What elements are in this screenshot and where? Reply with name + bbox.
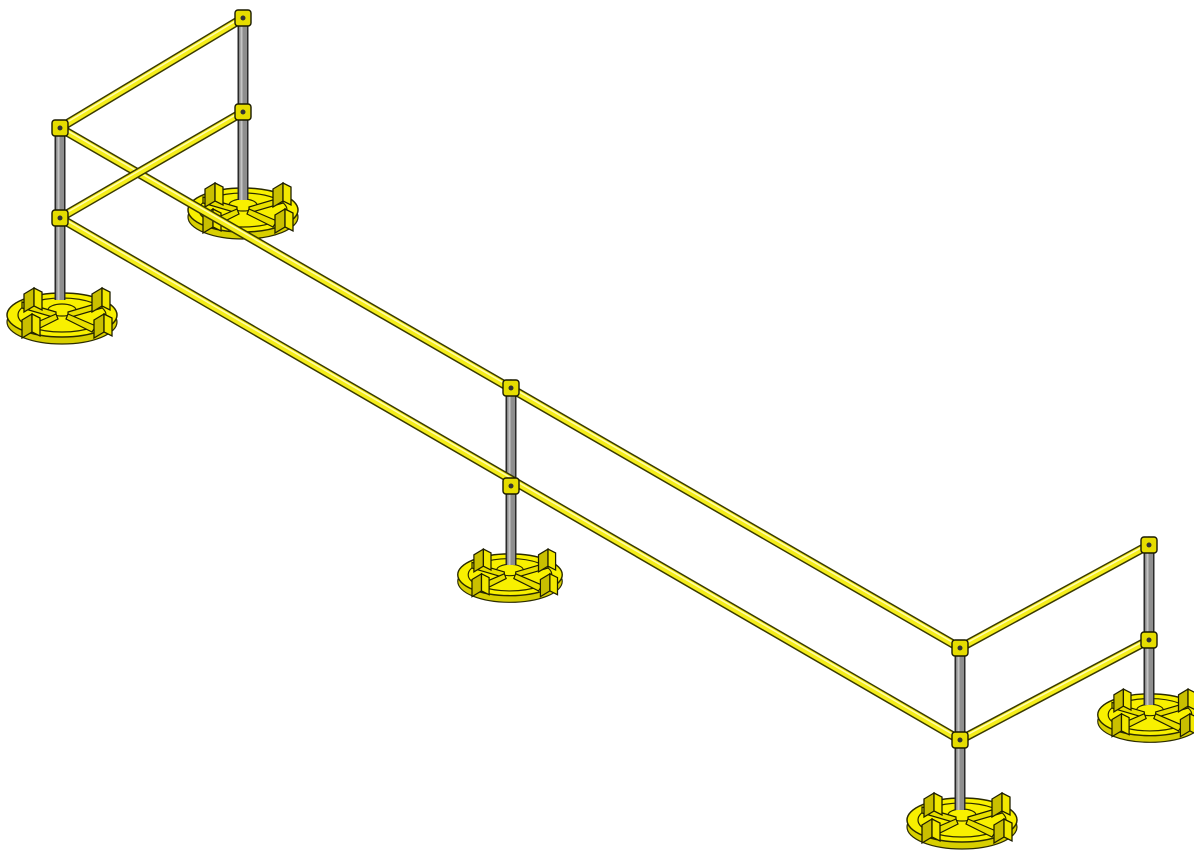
base-fin-face bbox=[1120, 712, 1130, 736]
rail-clamp bbox=[234, 103, 252, 121]
base-fin-face bbox=[480, 572, 490, 596]
base-fin-face bbox=[1003, 817, 1013, 843]
base-fin-face bbox=[549, 572, 559, 596]
posts-layer bbox=[54, 11, 1155, 810]
rail-clamp bbox=[51, 119, 69, 137]
base-fin-face bbox=[33, 286, 43, 312]
base-fin-face bbox=[214, 181, 224, 207]
base-fin-face bbox=[1187, 688, 1194, 710]
base-back-right bbox=[1097, 688, 1194, 743]
rail-clamp bbox=[951, 731, 969, 749]
rail-tube bbox=[957, 637, 1152, 743]
rail-clamp bbox=[51, 209, 69, 227]
clamps-layer bbox=[51, 9, 1158, 749]
base-arm bbox=[965, 818, 997, 838]
rail-tube bbox=[957, 542, 1152, 651]
base-fin-face bbox=[31, 312, 41, 338]
base-arm bbox=[246, 208, 278, 228]
base-fin-face bbox=[103, 312, 113, 338]
base-fin-face bbox=[1122, 688, 1132, 711]
bases-layer bbox=[6, 181, 1194, 850]
rail-highlight bbox=[59, 109, 244, 218]
rail-highlight bbox=[59, 15, 244, 128]
base-front-left bbox=[6, 286, 118, 345]
clamp-bolt bbox=[1146, 637, 1152, 643]
clamp-bolt bbox=[957, 645, 963, 651]
clamp-bolt bbox=[240, 15, 246, 21]
clamp-bolt bbox=[240, 109, 246, 115]
rail-clamp bbox=[234, 9, 252, 27]
rail-clamp bbox=[951, 639, 969, 657]
base-arm bbox=[1153, 713, 1184, 732]
rail-tube bbox=[57, 109, 246, 221]
clamp-bolt bbox=[508, 483, 514, 489]
rail-highlight bbox=[959, 637, 1150, 740]
rail-clamp bbox=[1140, 536, 1158, 554]
base-fin-face bbox=[284, 207, 294, 233]
base-middle bbox=[457, 548, 563, 603]
clamp-bolt bbox=[957, 737, 963, 743]
clamp-bolt bbox=[57, 215, 63, 221]
rail-bottom-right-end bbox=[955, 635, 1154, 745]
clamp-bolt bbox=[57, 125, 63, 131]
base-arm bbox=[65, 313, 97, 333]
rail-clamp bbox=[1140, 631, 1158, 649]
rail-top-left-end bbox=[55, 13, 248, 133]
base-fin-face bbox=[1189, 712, 1194, 734]
post-back-right bbox=[1143, 536, 1155, 705]
rail-highlight bbox=[959, 542, 1150, 648]
base-fin-face bbox=[482, 548, 492, 571]
base-fin-face bbox=[547, 548, 557, 571]
rail-top-right-end bbox=[955, 540, 1154, 653]
clamp-bolt bbox=[508, 385, 514, 391]
rail-clamp bbox=[502, 477, 520, 495]
base-fin-face bbox=[1001, 791, 1011, 817]
clamp-bolt bbox=[1146, 542, 1152, 548]
base-fin-face bbox=[101, 286, 111, 312]
post-front-right bbox=[954, 641, 966, 810]
base-fin-face bbox=[931, 817, 941, 843]
rail-clamp bbox=[502, 379, 520, 397]
rails-layer bbox=[55, 13, 1154, 745]
rail-tube bbox=[57, 15, 246, 131]
base-fin-face bbox=[282, 181, 292, 207]
base-fin-face bbox=[933, 791, 943, 817]
base-arm bbox=[513, 573, 544, 592]
rail-bottom-left-end bbox=[55, 107, 248, 223]
